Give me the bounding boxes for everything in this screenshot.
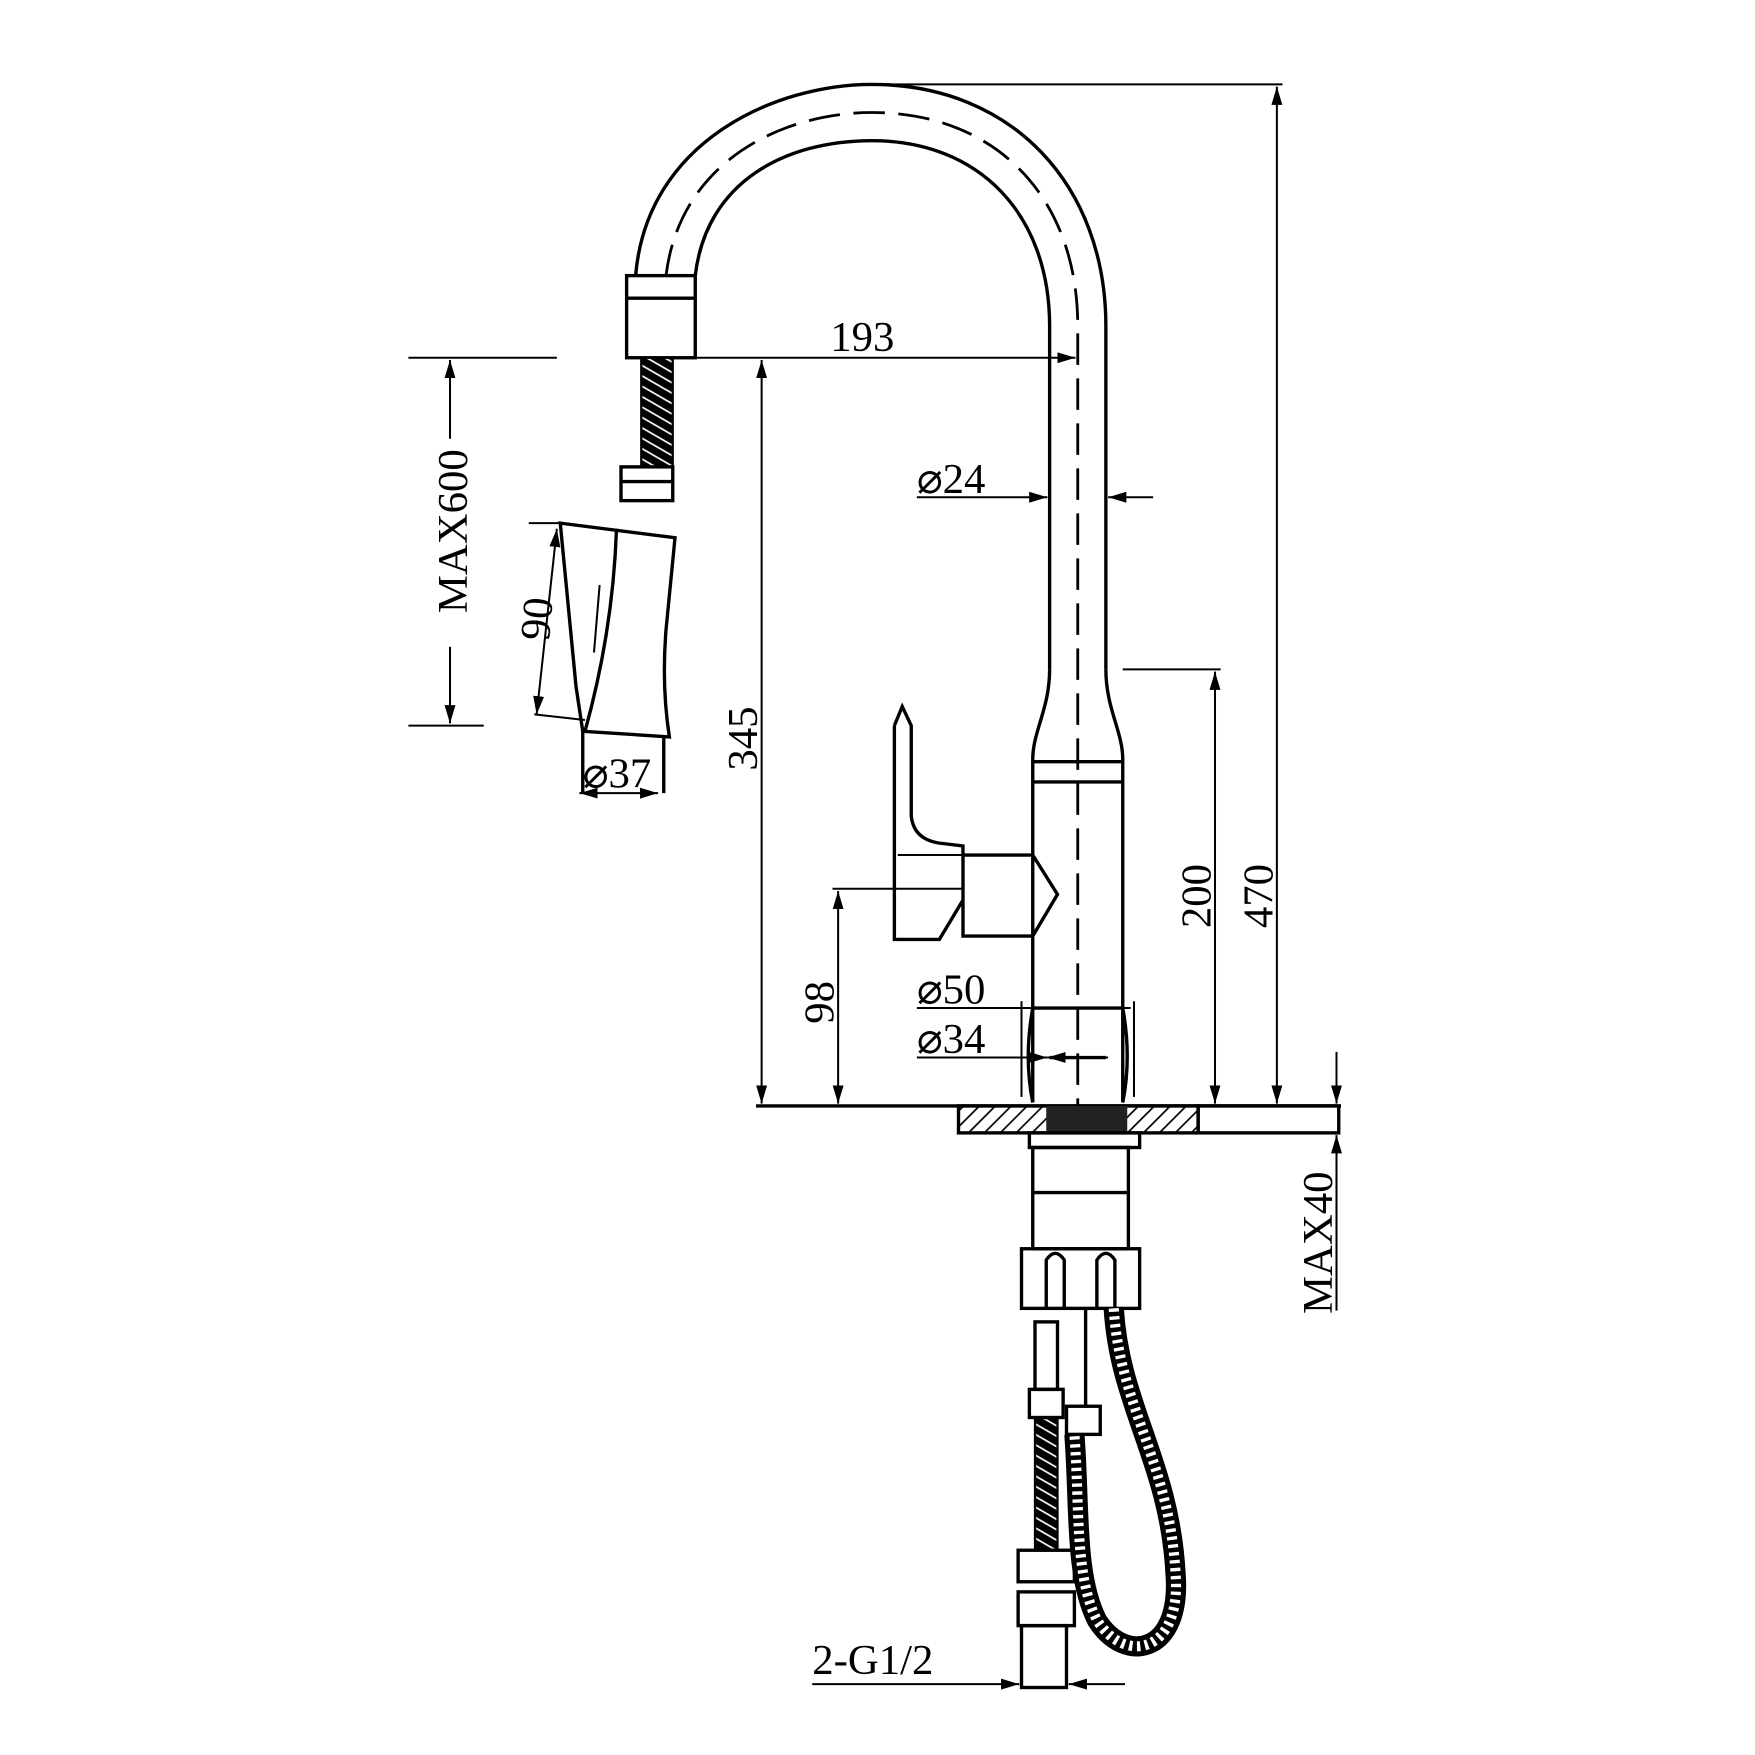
dim-inlet-thread: 2-G1/2 <box>812 1637 933 1684</box>
dim-spout-height: 345 <box>720 707 767 771</box>
dimension-lines <box>408 83 1342 1690</box>
dim-spout-diameter: ⌀24 <box>917 456 986 503</box>
dim-body-diameter: ⌀34 <box>917 1016 986 1063</box>
dim-total-height: 470 <box>1235 864 1282 928</box>
dimension-labels: 193 ⌀24 MAX600 90 ⌀37 345 200 470 98 ⌀50… <box>430 314 1342 1684</box>
dim-pull-out-length: MAX600 <box>430 449 477 613</box>
nozzle <box>624 273 697 360</box>
dim-max-deck-thickness: MAX40 <box>1295 1171 1342 1314</box>
inlet-hose <box>1016 1308 1102 1690</box>
mounting-nut <box>1019 1247 1142 1311</box>
handle <box>892 702 1060 942</box>
dim-spray-head-length: 90 <box>512 595 563 642</box>
dim-body-height: 200 <box>1174 864 1221 928</box>
spray-head <box>558 356 677 794</box>
dim-handle-height: 98 <box>797 981 844 1024</box>
pull-out-hose <box>1064 1307 1187 1657</box>
dim-spray-head-diameter: ⌀37 <box>583 751 652 798</box>
dim-reach: 193 <box>830 314 894 361</box>
deck <box>756 1104 1341 1311</box>
dim-base-diameter: ⌀50 <box>917 967 986 1014</box>
